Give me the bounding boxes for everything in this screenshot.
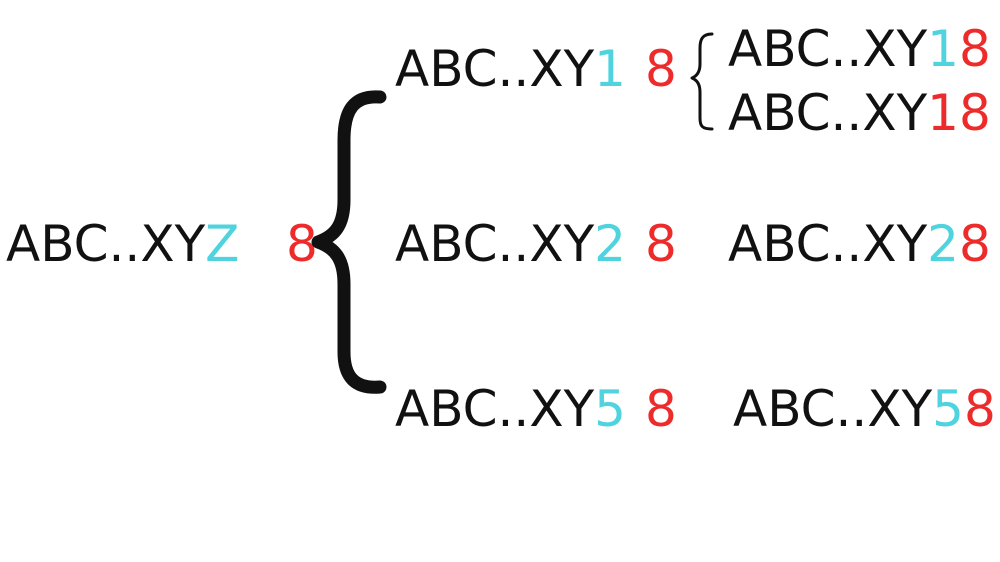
root-node: ABC..XYZ	[6, 219, 239, 269]
root-prefix: ABC..XY	[6, 215, 206, 273]
large-brace	[311, 90, 387, 394]
result-node-5: ABC..XY58	[733, 384, 996, 434]
result-1a-prefix: ABC..XY	[728, 20, 928, 78]
result-node-1b: ABC..XY18	[728, 88, 991, 138]
root-suffix: Z	[205, 215, 240, 273]
branch-node-5: ABC..XY5	[395, 384, 626, 434]
result-5-mid: 5	[932, 380, 964, 438]
result-1a-mid: 1	[927, 20, 959, 78]
small-brace	[690, 32, 714, 131]
branch-node-2: ABC..XY2	[395, 219, 626, 269]
result-2-mid: 2	[927, 215, 959, 273]
result-2-prefix: ABC..XY	[728, 215, 928, 273]
branch-1-prefix: ABC..XY	[395, 40, 595, 98]
result-1a-end: 8	[958, 20, 991, 78]
result-5-prefix: ABC..XY	[733, 380, 933, 438]
result-1b-prefix: ABC..XY	[728, 84, 928, 142]
branch-5-digit: 8	[645, 380, 677, 438]
branch-5-prefix: ABC..XY	[395, 380, 595, 438]
branch-2-prefix: ABC..XY	[395, 215, 595, 273]
branch-2-suffix: 2	[594, 215, 626, 273]
branch-node-1: ABC..XY1	[395, 44, 626, 94]
result-1b-mid: 1	[927, 84, 959, 142]
result-node-1a: ABC..XY18	[728, 24, 991, 74]
result-1b-end: 8	[958, 84, 991, 142]
result-2-end: 8	[958, 215, 991, 273]
result-5-end: 8	[963, 380, 996, 438]
branch-1-digit: 8	[645, 40, 677, 98]
branch-5-suffix: 5	[594, 380, 626, 438]
branch-2-digit: 8	[645, 215, 677, 273]
branch-1-suffix: 1	[594, 40, 626, 98]
result-node-2: ABC..XY28	[728, 219, 991, 269]
